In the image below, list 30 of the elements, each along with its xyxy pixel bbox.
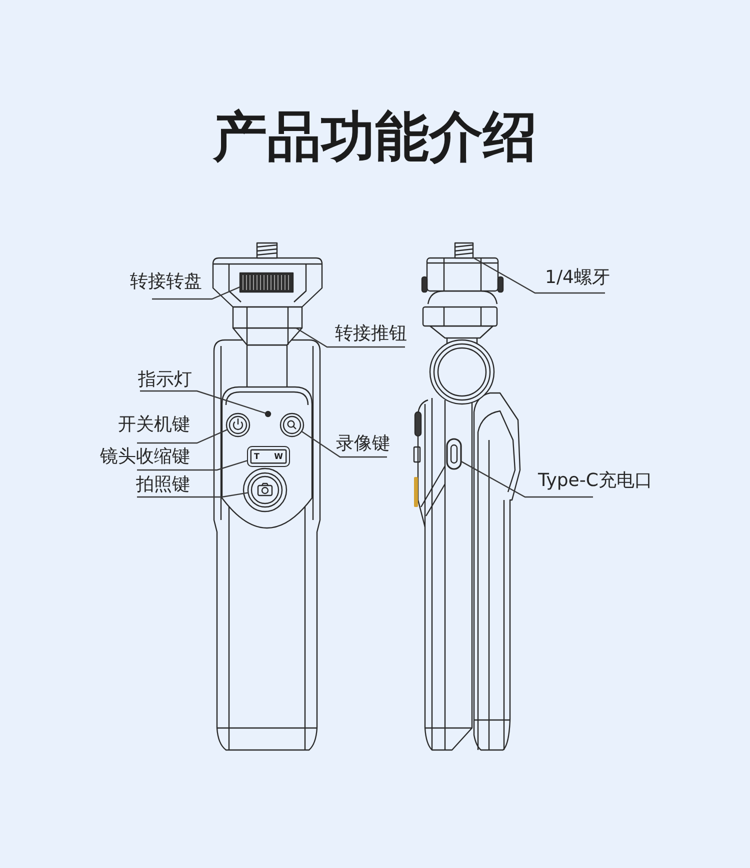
shutter-button — [247, 472, 283, 508]
leader-line — [301, 430, 387, 458]
part-label: 开关机键 — [118, 415, 190, 443]
usb-c-port — [446, 438, 462, 470]
mount-screw — [454, 242, 474, 259]
leader-line — [137, 429, 228, 444]
record-button — [280, 412, 304, 438]
part-label: 镜头收缩键 — [100, 447, 190, 470]
part-label: 指示灯 — [138, 370, 192, 391]
leader-line — [152, 286, 240, 300]
leader-line — [140, 390, 266, 414]
button-letter: T — [254, 452, 260, 461]
leader-line — [472, 257, 605, 294]
zoom-button — [247, 446, 290, 467]
knurled-wheel — [239, 272, 294, 293]
part-label: 转接转盘 — [130, 272, 202, 299]
part-label: 拍照键 — [136, 475, 190, 497]
collar-block — [232, 306, 303, 329]
part-label: 1/4螺牙 — [545, 268, 610, 293]
button-letter: W — [274, 452, 283, 461]
part-label: 转接推钮 — [335, 324, 407, 347]
leader-line — [460, 460, 593, 498]
indicator-light — [264, 410, 272, 418]
leader-line — [296, 327, 405, 348]
title: 产品功能介绍 — [213, 105, 537, 169]
leader-line — [137, 460, 248, 471]
leader-line — [137, 492, 248, 498]
part-label: 录像键 — [336, 434, 390, 457]
power-button — [226, 412, 250, 438]
part-label: Type-C充电口 — [538, 471, 652, 497]
